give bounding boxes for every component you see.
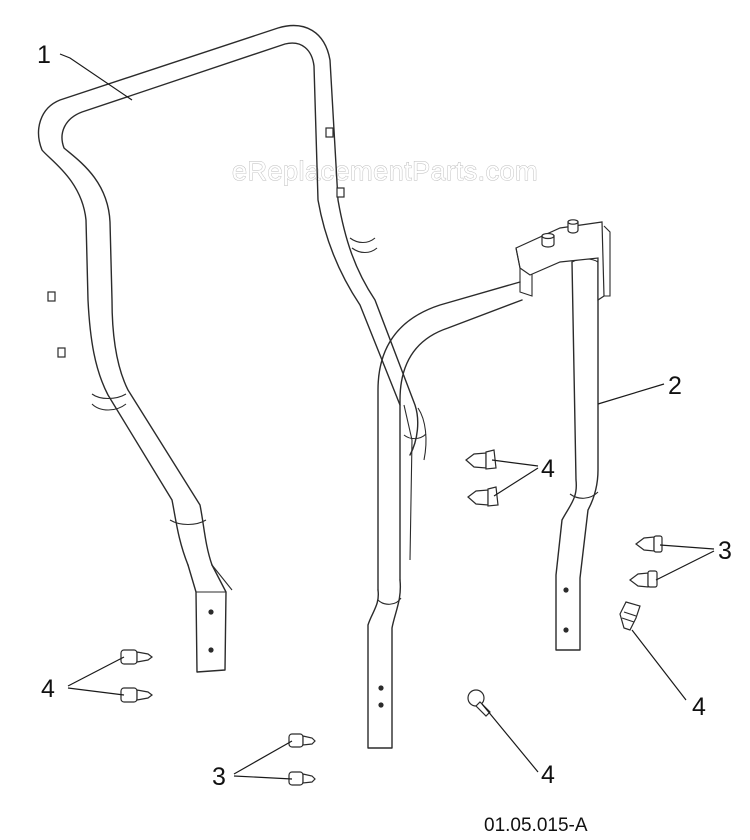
bolt-left-upper [120, 649, 153, 665]
watermark-text: eReplacementParts.com [232, 156, 538, 186]
callout-part-4-bottom: 4 [541, 761, 555, 789]
callout-part-4-right: 4 [692, 693, 706, 721]
nut-bottom-upper [288, 733, 316, 748]
callout-part-2: 2 [668, 372, 682, 400]
callout-part-4-center: 4 [541, 455, 555, 483]
bolt-left-lower [120, 687, 153, 703]
callout-part-3-right: 3 [718, 537, 732, 565]
nut-bottom-lower [288, 771, 316, 786]
drawing-number: 01.05.015-A [484, 815, 588, 836]
leader-lines [59, 53, 715, 780]
bolt-right-single [619, 601, 641, 631]
handle-frame-part-1 [37, 24, 419, 673]
callout-part-1: 1 [37, 41, 51, 69]
bolt-center-upper [465, 449, 497, 470]
nut-right-lower [629, 570, 658, 588]
bolt-center-lower [467, 486, 499, 507]
handle-frame-part-2 [367, 219, 611, 749]
callout-part-4-left: 4 [41, 675, 55, 703]
callout-part-3-bottom: 3 [212, 763, 226, 791]
nut-right-upper [635, 535, 663, 553]
bolt-bottom-center [467, 689, 491, 717]
